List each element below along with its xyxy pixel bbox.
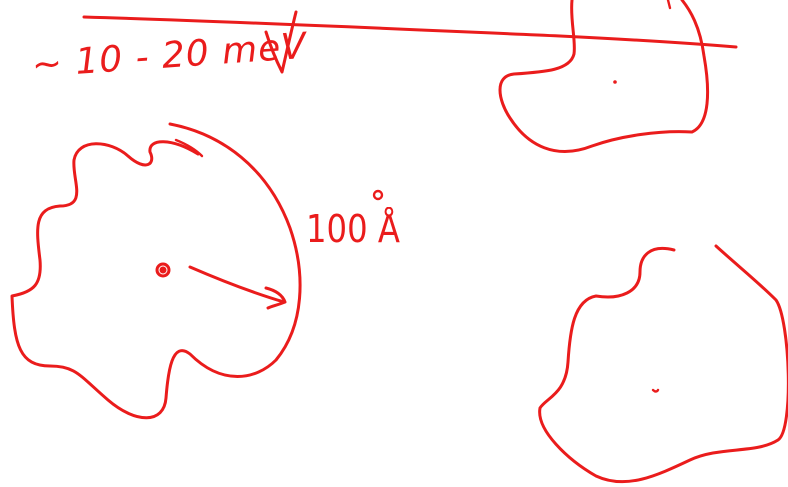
bottom-right-blob-dot xyxy=(651,388,660,393)
top-right-blob-dot xyxy=(613,80,617,84)
top-right-tick xyxy=(666,0,672,10)
angstrom-ring xyxy=(372,189,384,201)
check-mark-icon xyxy=(264,10,298,74)
center-dot-icon xyxy=(155,262,171,278)
radius-arrow-icon xyxy=(188,265,286,304)
bottom-right-blob-outline xyxy=(538,244,788,484)
large-blob-outline xyxy=(10,122,302,420)
top-right-blob-outline xyxy=(498,0,710,153)
blob-edge-stroke xyxy=(174,138,204,158)
size-scale-label: 100 Å xyxy=(306,207,401,251)
top-horizontal-line xyxy=(82,15,738,49)
center-dot-fill xyxy=(159,266,167,274)
radius-arrowhead xyxy=(264,286,287,310)
